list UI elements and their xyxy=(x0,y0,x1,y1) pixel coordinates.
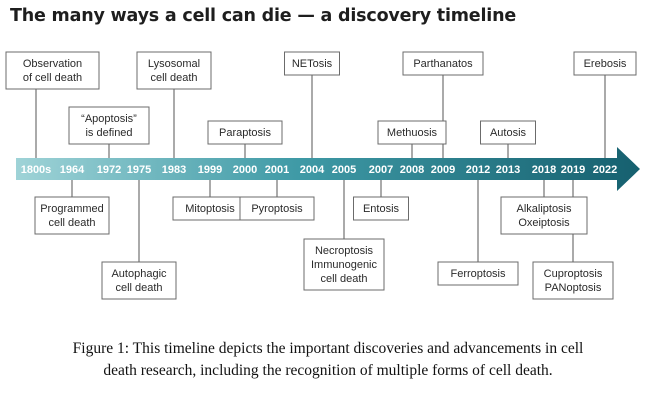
event-label: Lysosomal xyxy=(148,58,200,70)
event-label: Immunogenic xyxy=(311,259,378,271)
year-label-2022: 2022 xyxy=(593,164,617,176)
event-label: Ferroptosis xyxy=(450,268,506,280)
event-label: Necroptosis xyxy=(315,245,374,257)
event-box-2012: Ferroptosis xyxy=(437,261,519,286)
event-label: cell death xyxy=(48,217,95,229)
year-label-2005: 2005 xyxy=(332,164,356,176)
year-label-1800s: 1800s xyxy=(21,164,52,176)
event-box-frame xyxy=(437,261,519,286)
event-label: PANoptosis xyxy=(545,282,602,294)
event-label: Entosis xyxy=(363,203,400,215)
event-label: cell death xyxy=(320,273,367,285)
event-box-frame xyxy=(5,51,100,90)
event-box-frame xyxy=(532,261,614,300)
event-box-frame xyxy=(207,120,283,145)
event-box-frame xyxy=(101,261,177,300)
event-label: cell death xyxy=(150,72,197,84)
caption-line-2: death research, including the recognitio… xyxy=(103,362,553,379)
event-box-2001: Pyroptosis xyxy=(239,196,315,221)
year-label-1983: 1983 xyxy=(162,164,186,176)
event-label: Oxeiptosis xyxy=(518,217,570,229)
event-label: Autosis xyxy=(490,127,527,139)
event-box-frame xyxy=(136,51,212,90)
event-box-frame xyxy=(402,51,484,76)
event-box-2004: NETosis xyxy=(284,51,340,76)
page-title: The many ways a cell can die — a discove… xyxy=(10,6,516,26)
event-label: Cuproptosis xyxy=(544,268,603,280)
caption-line-1: Figure 1: This timeline depicts the impo… xyxy=(72,340,584,357)
event-box-1999: Mitoptosis xyxy=(172,196,248,221)
year-label-2004: 2004 xyxy=(300,164,325,176)
year-label-1964: 1964 xyxy=(60,164,85,176)
year-labels: 1800s 1964 1972 1975 1983 1999 2000 2001 2004 200… xyxy=(21,164,618,176)
event-box-frame xyxy=(573,51,637,76)
year-label-2013: 2013 xyxy=(496,164,520,176)
event-label: “Apoptosis” xyxy=(81,113,137,125)
year-label-2008: 2008 xyxy=(400,164,424,176)
event-label: is defined xyxy=(85,127,132,139)
event-box-frame xyxy=(284,51,340,76)
event-box-1972: “Apoptosis” is defined xyxy=(68,106,150,145)
timeline-arrow xyxy=(16,147,640,191)
year-label-2019: 2019 xyxy=(561,164,585,176)
event-box-frame xyxy=(303,238,385,291)
event-label: cell death xyxy=(115,282,162,294)
event-box-frame xyxy=(239,196,315,221)
event-label: of cell death xyxy=(23,72,82,84)
event-label: Pyroptosis xyxy=(251,203,303,215)
event-box-1800s: Observation of cell death xyxy=(5,51,100,90)
event-label: Alkaliptosis xyxy=(516,203,572,215)
event-box-1983: Lysosomal cell death xyxy=(136,51,212,90)
year-label-1975: 1975 xyxy=(127,164,151,176)
event-box-2000: Paraptosis xyxy=(207,120,283,145)
figure-caption: Figure 1: This timeline depicts the impo… xyxy=(0,338,656,382)
event-label: Paraptosis xyxy=(219,127,271,139)
event-box-frame xyxy=(68,106,150,145)
event-box-2013: Autosis xyxy=(480,120,536,145)
event-label: Parthanatos xyxy=(413,58,473,70)
event-label: NETosis xyxy=(292,58,333,70)
year-label-2001: 2001 xyxy=(265,164,289,176)
event-label: Erebosis xyxy=(584,58,627,70)
year-label-2000: 2000 xyxy=(233,164,257,176)
year-label-2018: 2018 xyxy=(532,164,556,176)
event-label: Observation xyxy=(23,58,82,70)
year-label-2009: 2009 xyxy=(431,164,455,176)
year-label-2012: 2012 xyxy=(466,164,490,176)
event-box-frame xyxy=(500,196,588,235)
event-label: Methuosis xyxy=(387,127,438,139)
year-label-1999: 1999 xyxy=(198,164,222,176)
year-label-1972: 1972 xyxy=(97,164,121,176)
year-label-2007: 2007 xyxy=(369,164,393,176)
event-label: Autophagic xyxy=(111,268,167,280)
event-box-frame xyxy=(480,120,536,145)
event-box-1975: Autophagic cell death xyxy=(101,261,177,300)
event-box-frame xyxy=(353,196,409,221)
event-box-frame xyxy=(34,196,110,235)
event-label: Mitoptosis xyxy=(185,203,235,215)
timeline-diagram: 1800s 1964 1972 1975 1983 1999 2000 2001 2004 200… xyxy=(5,51,640,300)
event-box-2009: Parthanatos xyxy=(402,51,484,76)
event-box-1964: Programmed cell death xyxy=(34,196,110,235)
event-box-2007: Entosis xyxy=(353,196,409,221)
event-box-2022: Erebosis xyxy=(573,51,637,76)
event-box-2008: Methuosis xyxy=(377,120,447,145)
event-label: Programmed xyxy=(40,203,104,215)
event-box-frame xyxy=(377,120,447,145)
